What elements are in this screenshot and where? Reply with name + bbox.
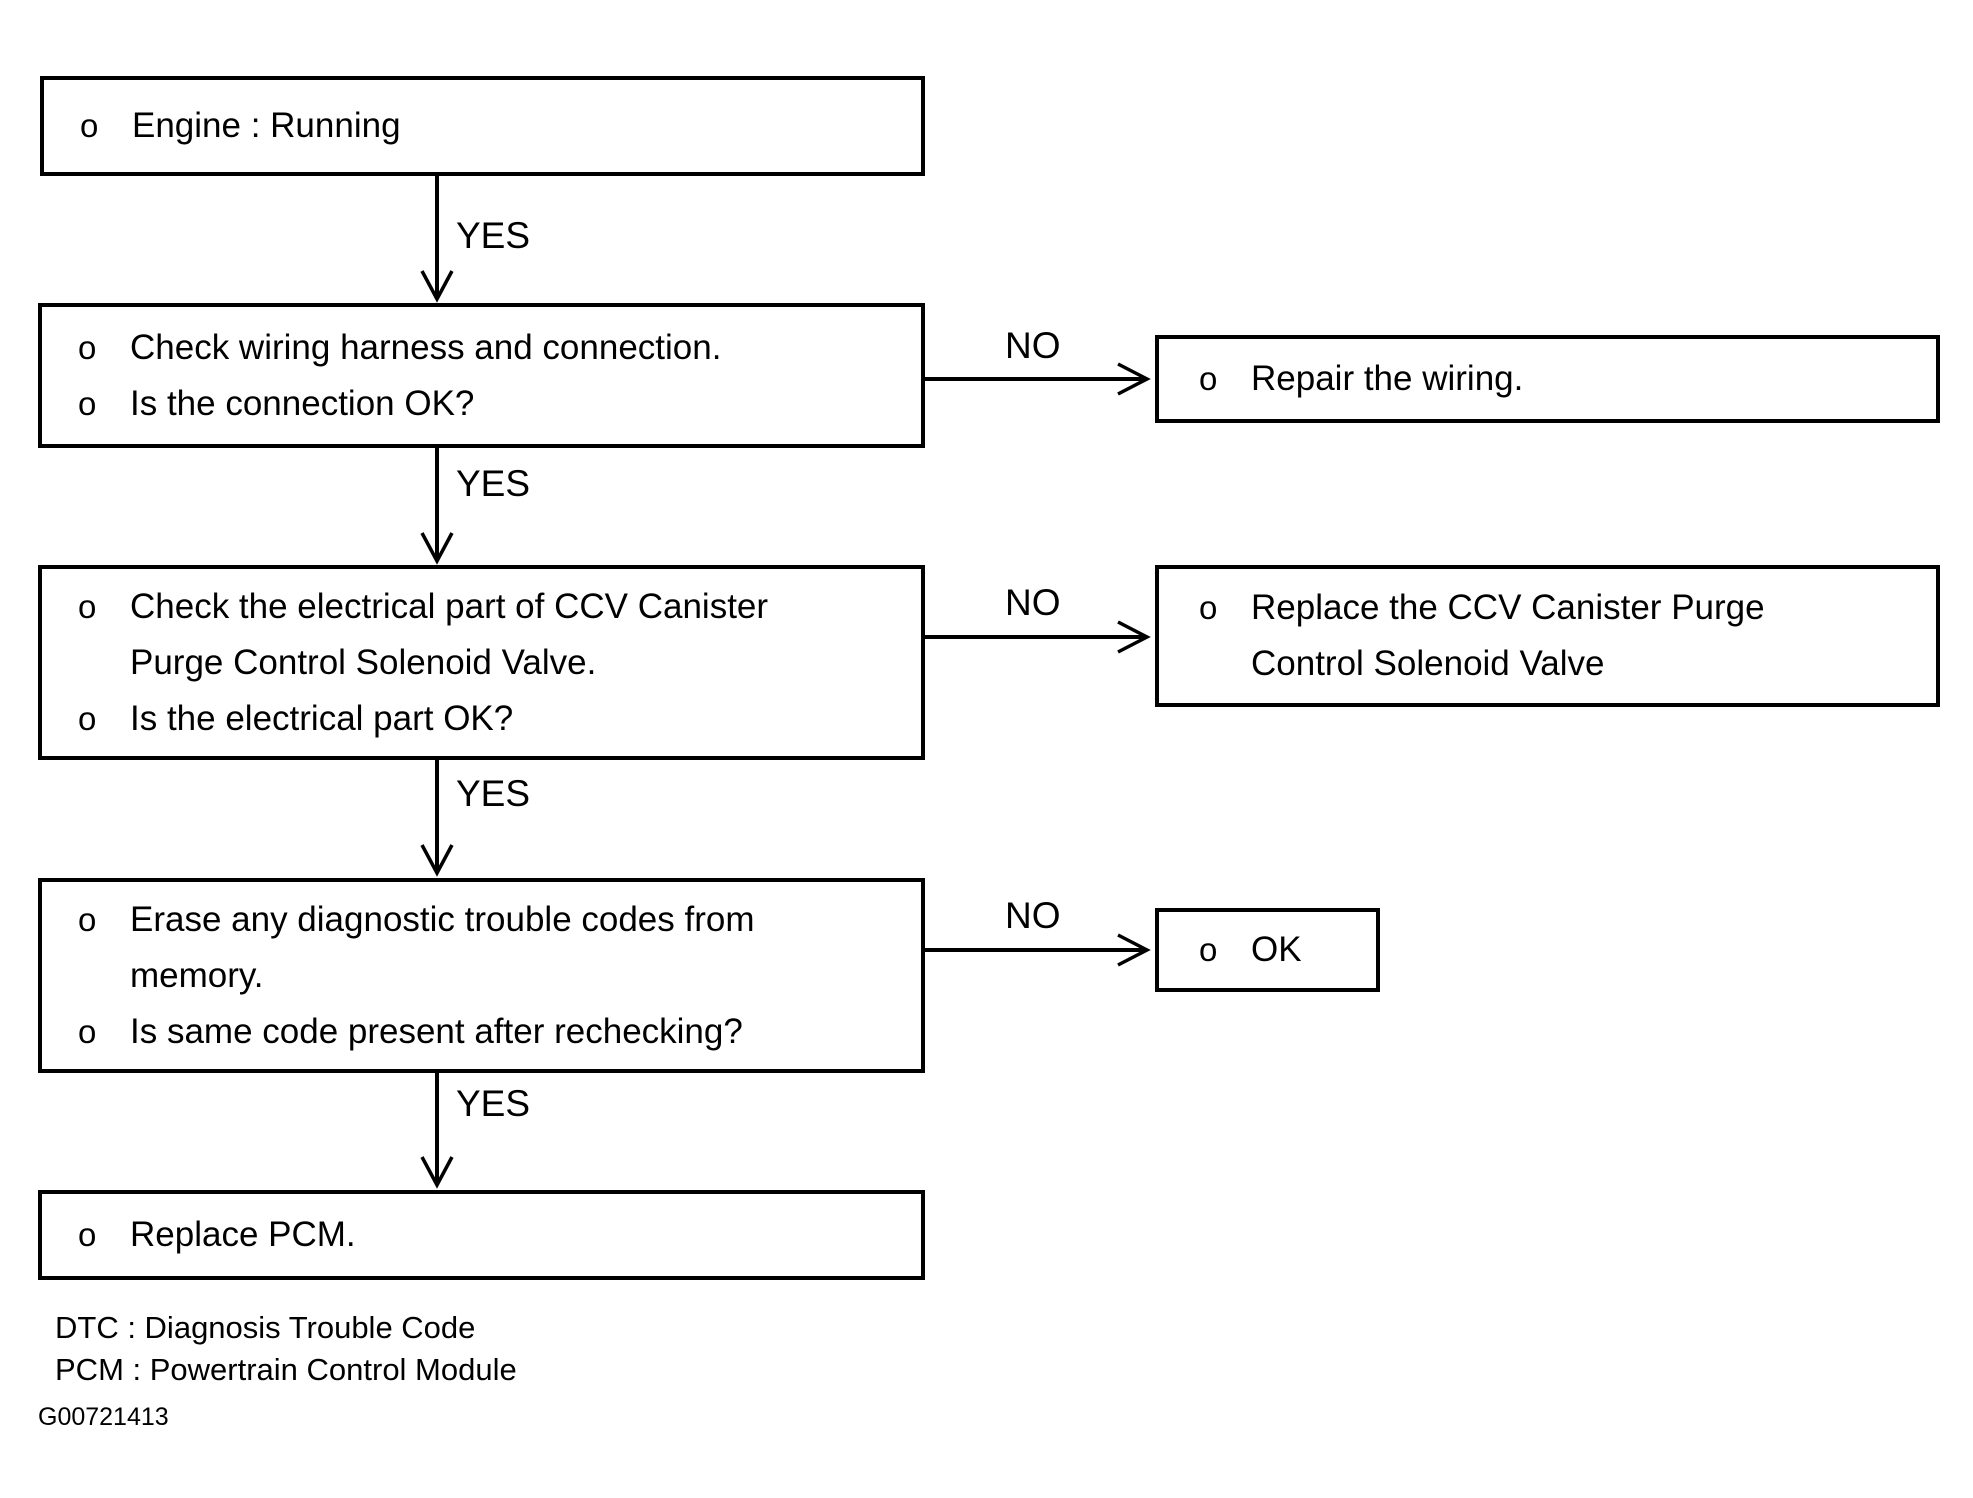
connector-no-1 bbox=[925, 362, 1151, 396]
node-text: Engine : Running bbox=[132, 106, 401, 145]
connector-yes-1 bbox=[420, 176, 454, 303]
footnote-dtc: DTC : Diagnosis Trouble Code bbox=[55, 1310, 476, 1345]
node-text: Purge Control Solenoid Valve. bbox=[130, 642, 597, 682]
node-line: o Replace the CCV Canister Purge bbox=[1199, 580, 1920, 636]
bullet-marker: o bbox=[80, 107, 99, 144]
node-line-continuation: Purge Control Solenoid Valve. bbox=[78, 635, 905, 691]
node-text: memory. bbox=[130, 955, 264, 995]
bullet-marker: o bbox=[1199, 360, 1218, 397]
node-text: Replace PCM. bbox=[130, 1215, 356, 1254]
label-yes-2: YES bbox=[456, 463, 531, 504]
node-check-valve-electrical: o Check the electrical part of CCV Canis… bbox=[38, 565, 925, 760]
connector-no-3 bbox=[925, 933, 1151, 967]
node-engine-running: o Engine : Running bbox=[40, 76, 925, 176]
label-no-3: NO bbox=[1005, 895, 1061, 936]
figure-id: G00721413 bbox=[38, 1403, 169, 1431]
node-line: o Replace PCM. bbox=[78, 1207, 905, 1263]
bullet-marker: o bbox=[78, 699, 97, 737]
bullet-marker: o bbox=[78, 1216, 97, 1253]
node-line: o Is the connection OK? bbox=[78, 376, 905, 432]
bullet-marker: o bbox=[78, 900, 97, 938]
connector-yes-4 bbox=[420, 1073, 454, 1189]
bullet-marker: o bbox=[78, 587, 97, 625]
node-line: o Is the electrical part OK? bbox=[78, 691, 905, 747]
node-line: o Check wiring harness and connection. bbox=[78, 320, 905, 376]
bullet-marker: o bbox=[78, 328, 97, 366]
connector-yes-2 bbox=[420, 448, 454, 565]
node-repair-wiring: o Repair the wiring. bbox=[1155, 335, 1940, 423]
node-replace-pcm: o Replace PCM. bbox=[38, 1190, 925, 1280]
label-no-1: NO bbox=[1005, 325, 1061, 366]
bullet-marker: o bbox=[1199, 931, 1218, 968]
node-line: o Engine : Running bbox=[80, 98, 905, 154]
node-text: Replace the CCV Canister Purge bbox=[1251, 588, 1765, 627]
label-yes-4: YES bbox=[456, 1083, 531, 1124]
node-erase-codes: o Erase any diagnostic trouble codes fro… bbox=[38, 878, 925, 1073]
connector-yes-3 bbox=[420, 760, 454, 877]
node-line: o Erase any diagnostic trouble codes fro… bbox=[78, 892, 905, 948]
node-text: OK bbox=[1251, 930, 1302, 969]
node-line-continuation: memory. bbox=[78, 948, 905, 1004]
node-line: o Is same code present after rechecking? bbox=[78, 1004, 905, 1060]
node-text: Repair the wiring. bbox=[1251, 359, 1524, 398]
node-text: Erase any diagnostic trouble codes from bbox=[130, 899, 755, 939]
bullet-marker: o bbox=[78, 384, 97, 422]
node-check-wiring: o Check wiring harness and connection. o… bbox=[38, 303, 925, 448]
node-text: Check the electrical part of CCV Caniste… bbox=[130, 586, 769, 626]
node-text: Check wiring harness and connection. bbox=[130, 327, 722, 367]
label-yes-3: YES bbox=[456, 773, 531, 814]
node-line: o Check the electrical part of CCV Canis… bbox=[78, 579, 905, 635]
connector-no-2 bbox=[925, 620, 1151, 654]
node-text: Is same code present after rechecking? bbox=[130, 1011, 743, 1051]
label-no-2: NO bbox=[1005, 582, 1061, 623]
node-ok: o OK bbox=[1155, 908, 1380, 992]
node-line: o Repair the wiring. bbox=[1199, 351, 1920, 407]
node-line-continuation: Control Solenoid Valve bbox=[1199, 636, 1920, 692]
node-text: Control Solenoid Valve bbox=[1251, 644, 1605, 683]
bullet-marker: o bbox=[1199, 589, 1218, 626]
label-yes-1: YES bbox=[456, 215, 531, 256]
bullet-marker: o bbox=[78, 1012, 97, 1050]
node-replace-valve: o Replace the CCV Canister Purge Control… bbox=[1155, 565, 1940, 707]
node-line: o OK bbox=[1199, 922, 1360, 978]
footnote-pcm: PCM : Powertrain Control Module bbox=[55, 1352, 517, 1387]
node-text: Is the electrical part OK? bbox=[130, 698, 514, 738]
node-text: Is the connection OK? bbox=[130, 383, 475, 423]
